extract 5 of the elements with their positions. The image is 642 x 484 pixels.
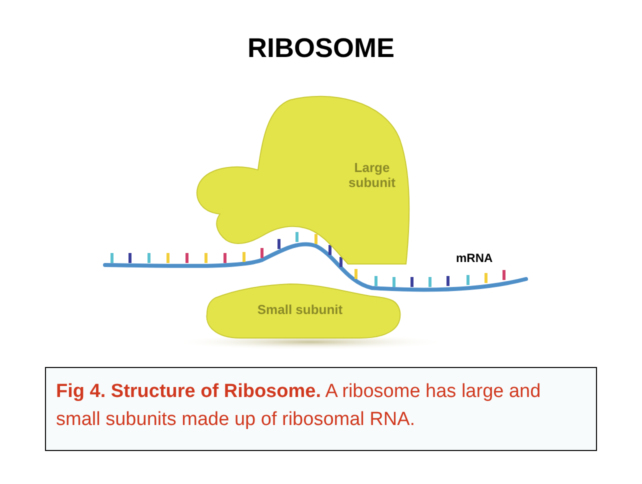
caption: Fig 4. Structure of Ribosome. A ribosome has large and small subunits made up of ribosomal RNA. [56, 381, 541, 430]
subunit-label: Small subunit [256, 302, 344, 317]
title: RIBOSOME [246, 32, 396, 65]
subunit-label: Large subunit [348, 160, 396, 190]
strand-label: mRNA [456, 250, 493, 267]
